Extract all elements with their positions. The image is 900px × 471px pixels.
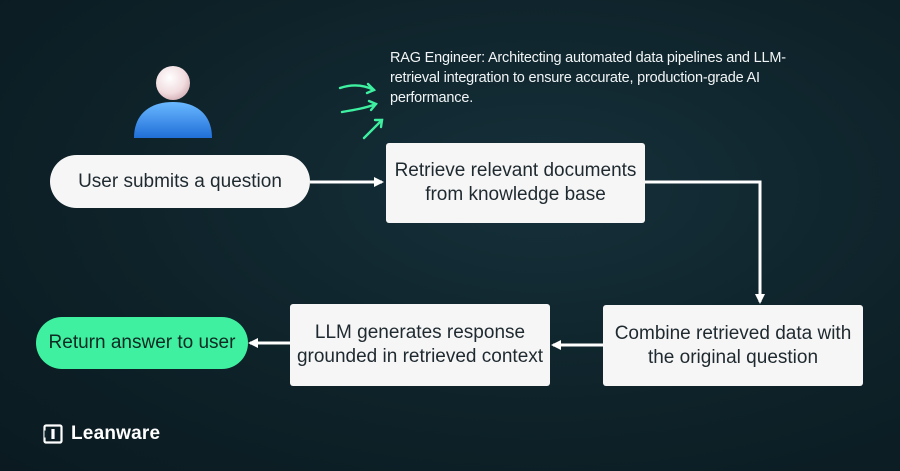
step-label-line1: Combine retrieved data with bbox=[614, 322, 852, 344]
step-label-line2: grounded in retrieved context bbox=[296, 346, 544, 367]
leanware-logo-icon bbox=[43, 424, 63, 444]
step-label-line1: Retrieve relevant documents bbox=[394, 160, 637, 181]
step-label-line2: from knowledge base bbox=[425, 184, 606, 205]
step-llm-generates-response: LLM generates response grounded in retri… bbox=[290, 304, 550, 386]
user-avatar-icon bbox=[130, 64, 216, 140]
step-label: User submits a question bbox=[78, 170, 282, 192]
step-return-answer: Return answer to user bbox=[36, 317, 248, 369]
step-combine-data: Combine retrieved data with the original… bbox=[603, 305, 863, 386]
brand: Leanware bbox=[43, 423, 160, 445]
step-retrieve-documents: Retrieve relevant documents from knowled… bbox=[386, 143, 645, 223]
brand-name: Leanware bbox=[71, 423, 161, 444]
arrow-retrieve-to-combine bbox=[645, 180, 765, 304]
step-label: Return answer to user bbox=[48, 332, 236, 353]
caption-text: RAG Engineer: Architecting automated dat… bbox=[390, 50, 786, 106]
step-user-submits-question: User submits a question bbox=[50, 155, 310, 208]
step-label-line2: the original question bbox=[647, 346, 819, 368]
sparkle-lines-icon bbox=[338, 80, 390, 144]
step-label-line1: LLM generates response bbox=[314, 322, 526, 343]
